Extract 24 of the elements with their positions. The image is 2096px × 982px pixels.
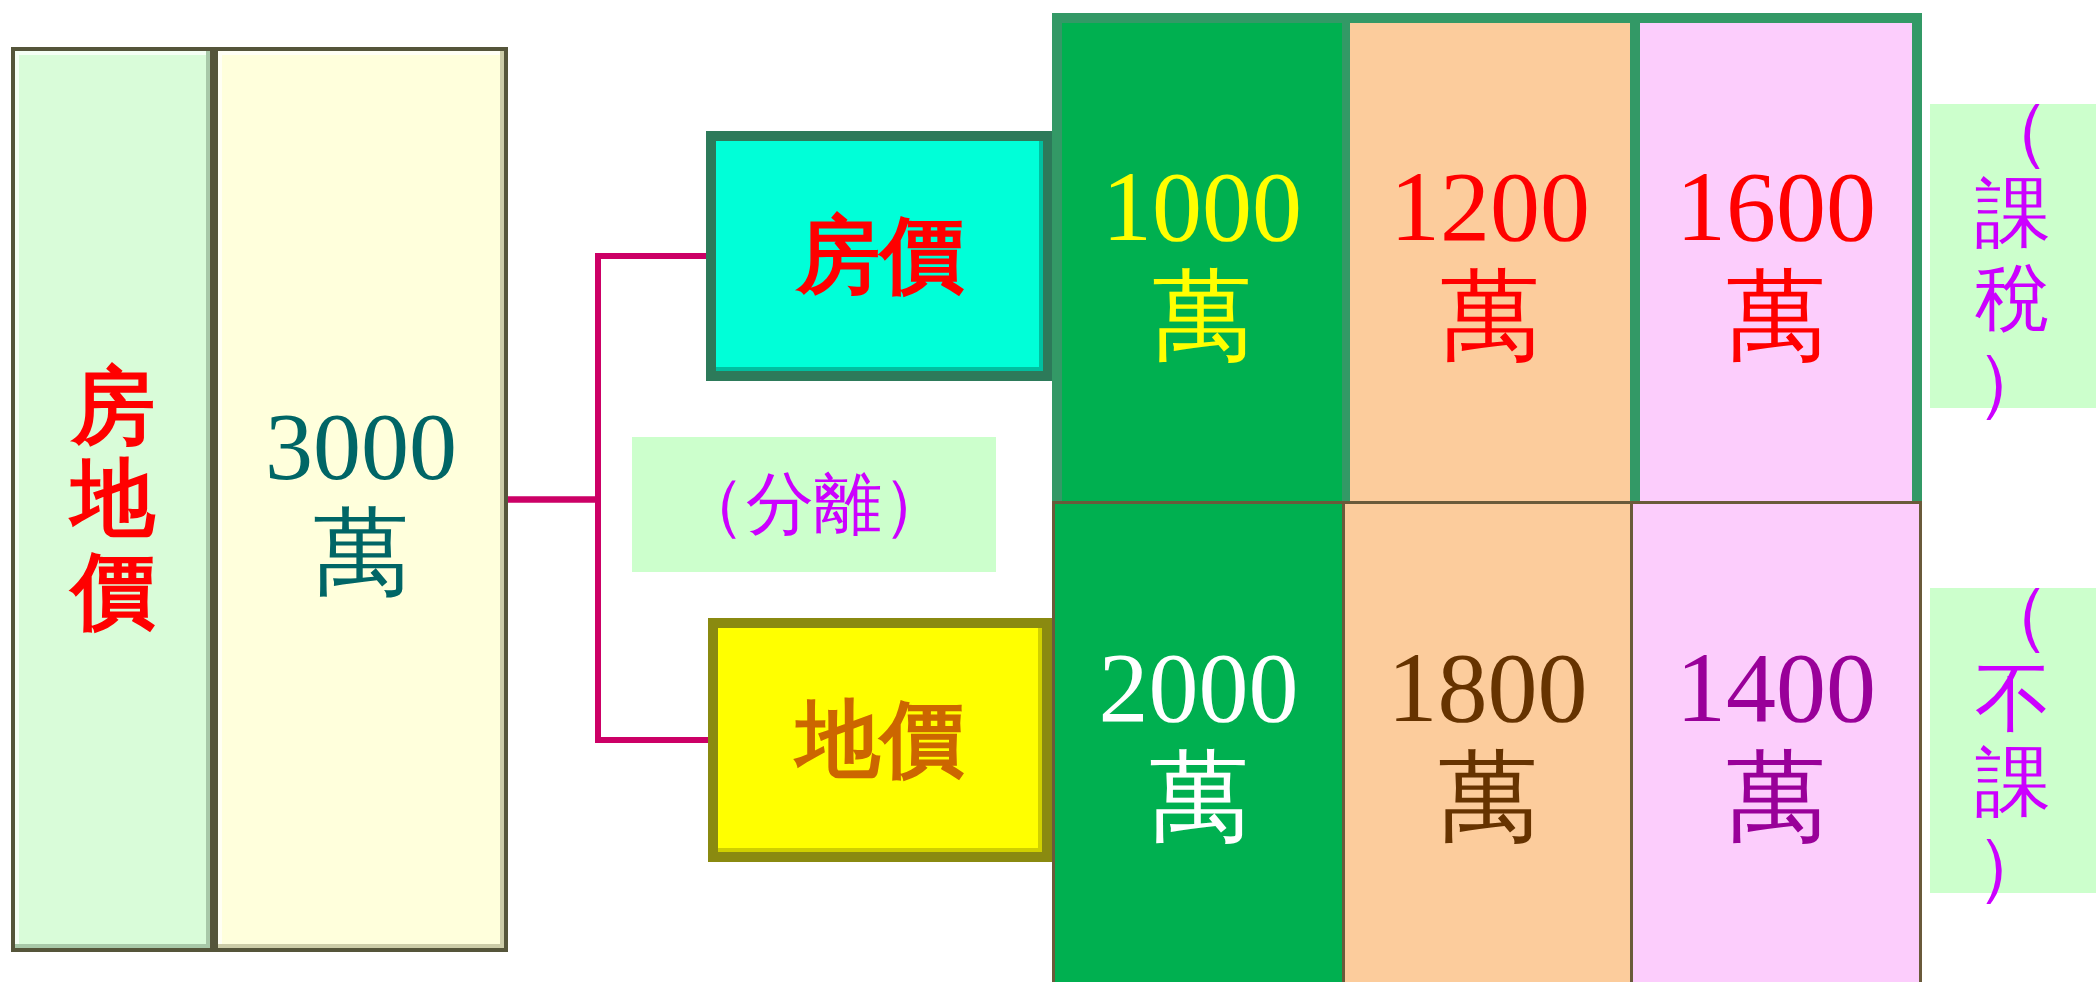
category-box <box>706 131 1053 381</box>
node-text: 房地價 <box>70 360 155 639</box>
value-cell <box>1342 13 1630 501</box>
node-text: 房價 <box>795 209 964 303</box>
note-label <box>632 437 996 572</box>
node-text: （分離） <box>678 467 950 542</box>
value-cell <box>1342 501 1630 982</box>
value-cell <box>1630 501 1922 982</box>
value-column <box>214 47 508 952</box>
node-text: 1000萬 <box>1102 152 1302 372</box>
node-text: （不課） <box>1975 573 2051 908</box>
node-text: 1200萬 <box>1390 152 1590 372</box>
value-cell <box>1630 13 1922 501</box>
node-text: 2000萬 <box>1098 633 1299 853</box>
value-cell <box>1052 501 1342 982</box>
node-text: 1800萬 <box>1387 633 1588 853</box>
node-text: 1600萬 <box>1676 152 1876 372</box>
node-text: 3000萬 <box>265 393 457 606</box>
value-cell <box>1052 13 1342 501</box>
connector-line <box>508 496 708 743</box>
node-text: （課稅） <box>1975 88 2051 424</box>
node-text: 1400萬 <box>1676 633 1876 853</box>
label-column <box>11 47 214 952</box>
category-box <box>708 618 1052 862</box>
